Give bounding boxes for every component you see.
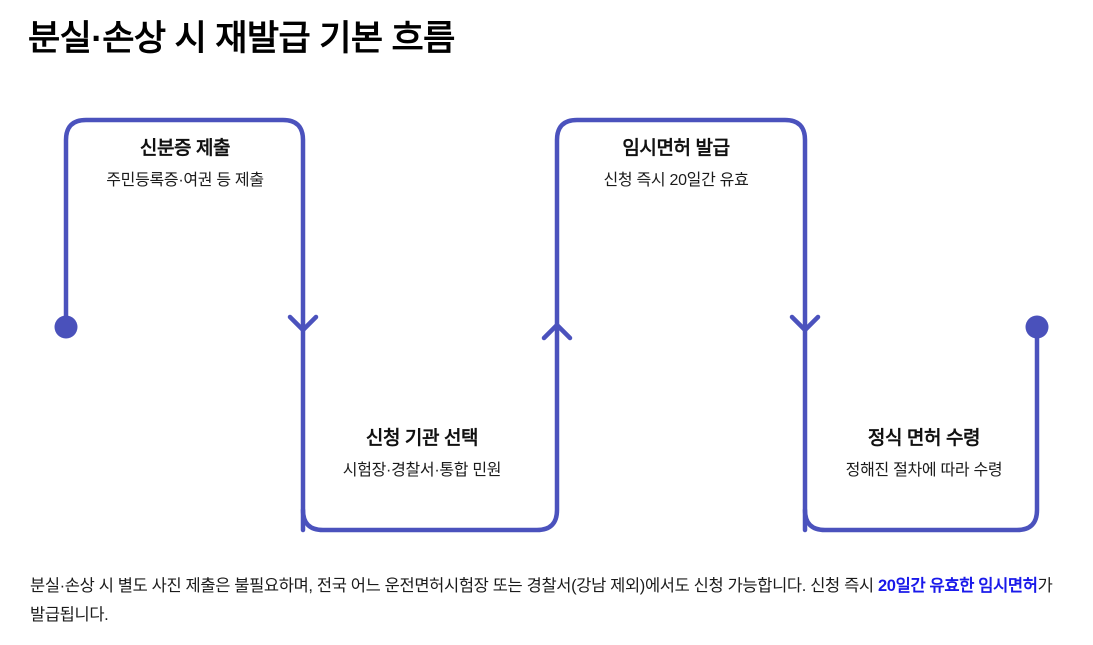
flow-step-1-title: 신분증 제출 (139, 138, 231, 159)
flow-step-1-description: 주민등록증·여권 등 제출 (106, 171, 264, 189)
end-dot (1025, 315, 1049, 339)
flow-step-2-title: 신청 기관 선택 (365, 428, 479, 449)
flow-step-4-title: 정식 면허 수령 (867, 428, 981, 449)
flow-step-4[interactable]: 정식 면허 수령 정해진 절차에 따라 수령 (809, 428, 1039, 482)
footer-note-part1: 분실·손상 시 별도 사진 제출은 불필요하며, 전국 어느 운전면허시험장 또… (30, 577, 878, 595)
flow-step-3-description: 신청 즉시 20일간 유효 (603, 171, 749, 189)
footer-note: 분실·손상 시 별도 사진 제출은 불필요하며, 전국 어느 운전면허시험장 또… (30, 572, 1070, 630)
flow-step-2-description: 시험장·경찰서·통합 민원 (342, 461, 502, 479)
page-title: 분실·손상 시 재발급 기본 흐름 (28, 19, 455, 58)
flow-step-1[interactable]: 신분증 제출 주민등록증·여권 등 제출 (70, 138, 300, 192)
arrow-up-icon-2 (541, 322, 573, 341)
footer-note-part2: 가 발급됩니다. (30, 577, 1053, 624)
arrow-down-icon-3 (789, 314, 821, 333)
flow-step-3-title: 임시면허 발급 (622, 138, 730, 159)
flow-step-3[interactable]: 임시면허 발급 신청 즉시 20일간 유효 (561, 138, 791, 192)
flow-step-4-description: 정해진 절차에 따라 수령 (845, 461, 1003, 479)
start-dot (54, 315, 78, 339)
footer-note-highlight: 20일간 유효한 임시면허 (877, 577, 1038, 595)
arrow-down-icon-1 (287, 314, 319, 333)
flow-step-2[interactable]: 신청 기관 선택 시험장·경찰서·통합 민원 (307, 428, 537, 482)
